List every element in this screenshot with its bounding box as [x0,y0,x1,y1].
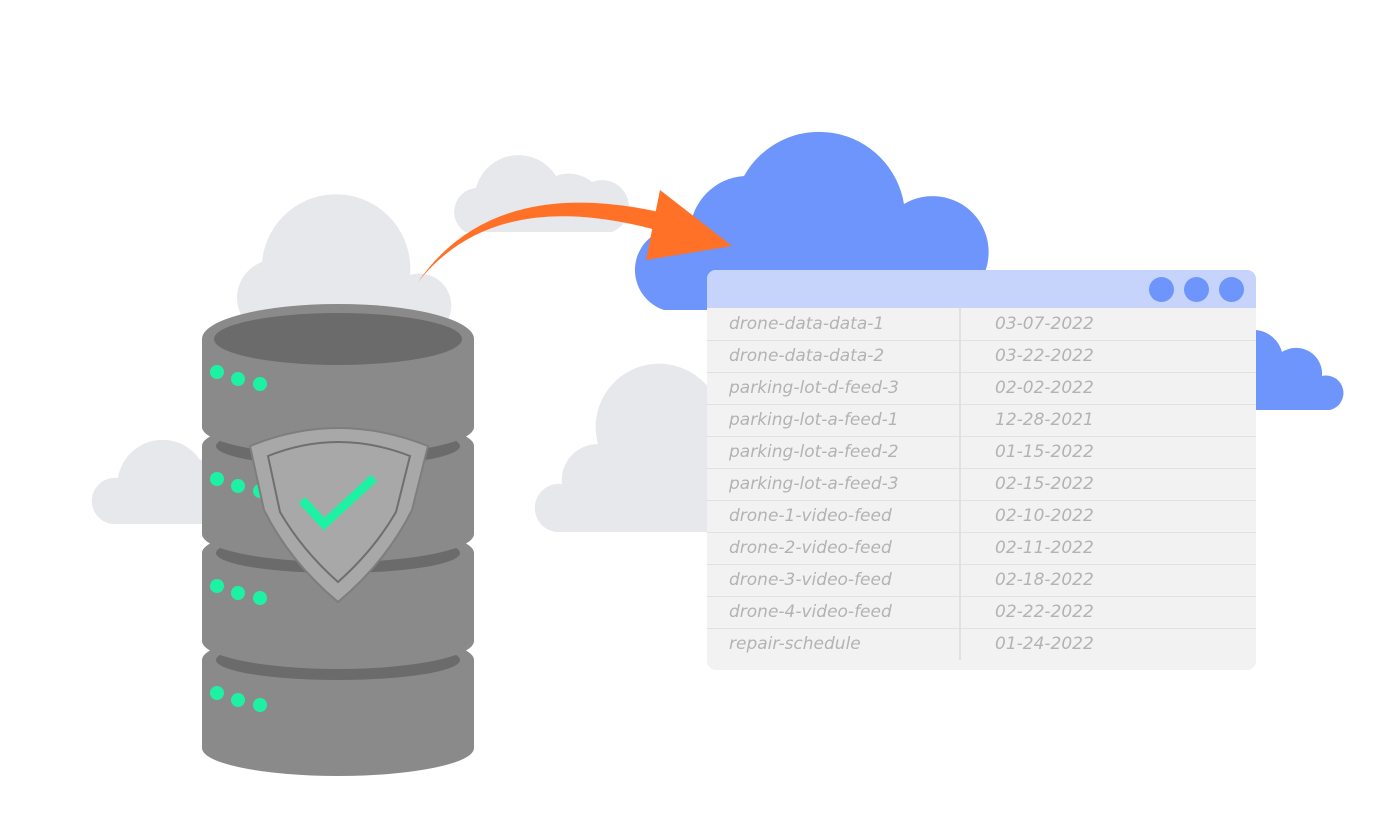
background-cloud-behind-database [237,194,452,330]
file-name: drone-3-video-feed [707,564,961,597]
file-date: 12-28-2021 [960,404,1256,437]
window-controls [1149,277,1244,302]
file-date: 03-22-2022 [960,340,1256,373]
file-name: repair-schedule [707,628,961,660]
cloud-storage-icon [634,131,989,310]
file-list-window: drone-data-data-1 03-07-2022 drone-data-… [707,270,1256,670]
window-control-dot[interactable] [1149,277,1174,302]
file-date: 02-11-2022 [960,532,1256,565]
file-date: 01-15-2022 [960,436,1256,469]
background-cloud-top [454,155,629,232]
file-name: drone-data-data-1 [707,308,961,341]
file-name: parking-lot-a-feed-3 [707,468,961,501]
window-titlebar [707,270,1256,308]
file-row[interactable]: drone-data-data-2 03-22-2022 [707,340,1256,373]
file-row[interactable]: parking-lot-d-feed-3 02-02-2022 [707,372,1256,405]
file-date: 02-15-2022 [960,468,1256,501]
file-row[interactable]: drone-1-video-feed 02-10-2022 [707,500,1256,533]
file-list-table: drone-data-data-1 03-07-2022 drone-data-… [707,308,1256,660]
file-row[interactable]: parking-lot-a-feed-3 02-15-2022 [707,468,1256,501]
database-icon [202,304,474,776]
file-name: drone-data-data-2 [707,340,961,373]
background-cloud-center [534,363,720,532]
window-control-dot[interactable] [1219,277,1244,302]
file-date: 01-24-2022 [995,634,1094,655]
file-date: 02-22-2022 [960,596,1256,629]
file-name: parking-lot-a-feed-1 [707,404,961,437]
file-date: 02-18-2022 [960,564,1256,597]
shield-check-icon [248,427,430,604]
file-name: drone-1-video-feed [707,500,961,533]
status-leds-segment-4 [210,686,267,712]
file-date: 03-07-2022 [960,308,1256,341]
file-name: parking-lot-a-feed-2 [707,436,961,469]
file-date: 02-10-2022 [960,500,1256,533]
file-row[interactable]: drone-data-data-1 03-07-2022 [707,308,1256,341]
file-row[interactable]: repair-schedule 01-24-2022 [707,628,1256,660]
file-row[interactable]: parking-lot-a-feed-2 01-15-2022 [707,436,1256,469]
file-name: drone-4-video-feed [707,596,961,629]
file-row[interactable]: drone-3-video-feed 02-18-2022 [707,564,1256,597]
file-name: drone-2-video-feed [707,532,961,565]
cloud-storage-small-icon [1250,329,1344,410]
file-row[interactable]: parking-lot-a-feed-1 12-28-2021 [707,404,1256,437]
database-segment-1 [202,304,474,455]
file-name: parking-lot-d-feed-3 [707,372,961,405]
file-row[interactable]: drone-4-video-feed 02-22-2022 [707,596,1256,629]
file-date: 02-02-2022 [960,372,1256,405]
status-leds-segment-3 [210,579,267,605]
file-row[interactable]: drone-2-video-feed 02-11-2022 [707,532,1256,565]
curved-arrow-icon [418,190,732,282]
status-leds-segment-1 [210,365,267,391]
window-control-dot[interactable] [1184,277,1209,302]
